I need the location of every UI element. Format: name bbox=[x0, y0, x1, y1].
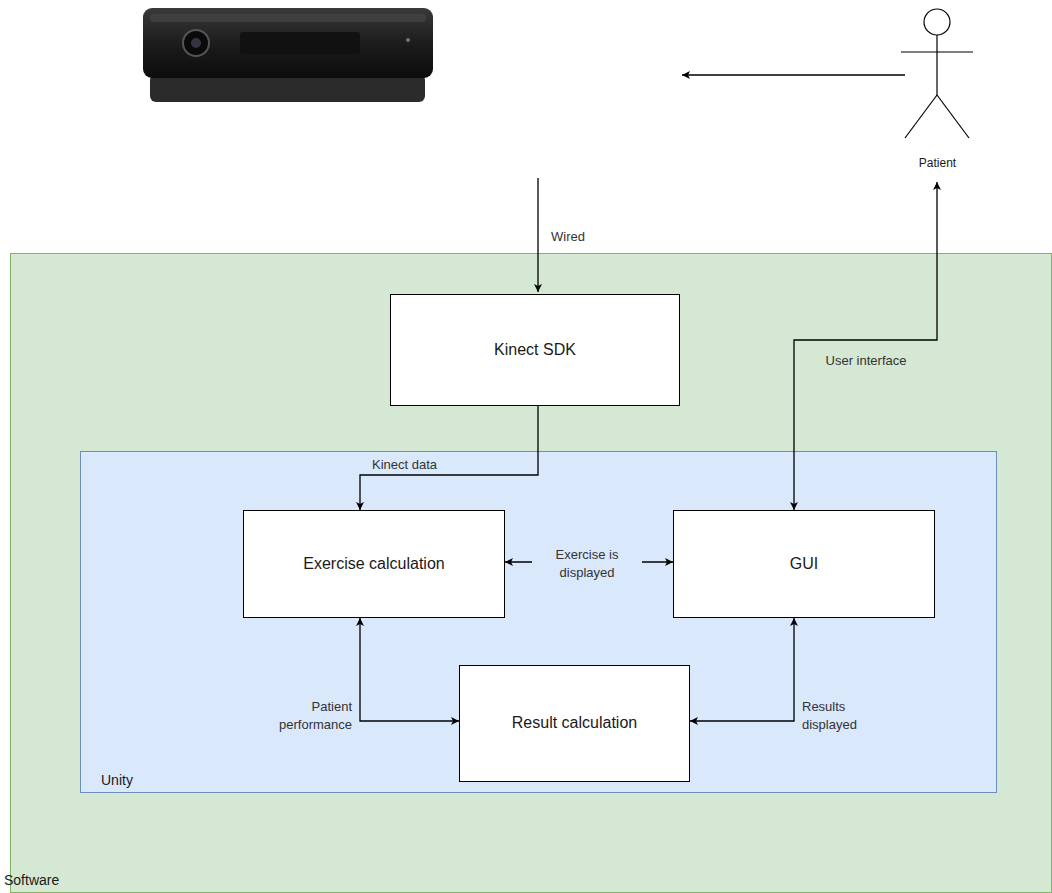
region-title: Software bbox=[4, 872, 59, 888]
connector bbox=[360, 406, 538, 510]
edge-label: Exercise is displayed bbox=[532, 545, 642, 582]
sensor-body bbox=[143, 8, 433, 78]
actor-label: Patient bbox=[895, 156, 980, 170]
sensor-lens-core bbox=[191, 38, 201, 48]
connector bbox=[360, 618, 459, 721]
box-label: GUI bbox=[790, 554, 818, 575]
sensor-highlight bbox=[150, 14, 426, 22]
box-label: Kinect SDK bbox=[494, 340, 576, 361]
box-label: Exercise calculation bbox=[303, 554, 444, 575]
unity-region: Unity Exercise calculation GUI Result calcu… bbox=[80, 451, 997, 793]
edge-label: Kinect data bbox=[372, 456, 437, 474]
sensor-lens bbox=[183, 30, 209, 56]
process-box: Exercise calculation bbox=[243, 510, 505, 618]
connector bbox=[794, 182, 937, 510]
kinect-sensor bbox=[143, 8, 433, 102]
wire-label: Wired bbox=[551, 228, 585, 246]
edge-label: Patient performance bbox=[262, 698, 352, 733]
actor-figure: Patient bbox=[895, 0, 980, 178]
software-region: SoftwareKinect SDKUnityExercise calculat… bbox=[10, 253, 1052, 893]
box-label: Result calculation bbox=[512, 713, 637, 734]
connector bbox=[505, 561, 673, 562]
stick-figure bbox=[895, 0, 980, 150]
wired-arrow bbox=[537, 178, 538, 292]
sensor-window bbox=[240, 32, 360, 54]
process-box: Result calculation bbox=[459, 665, 690, 782]
sensor-stand bbox=[150, 74, 425, 102]
edge-label: User interface bbox=[816, 352, 916, 370]
connector bbox=[690, 618, 794, 721]
region-title: Unity bbox=[101, 772, 133, 788]
capture-arrow bbox=[682, 74, 905, 75]
sensor-led bbox=[406, 38, 410, 42]
process-box: Kinect SDK bbox=[390, 294, 680, 406]
edge-label: Results displayed bbox=[802, 698, 892, 733]
process-box: GUI bbox=[673, 510, 935, 618]
